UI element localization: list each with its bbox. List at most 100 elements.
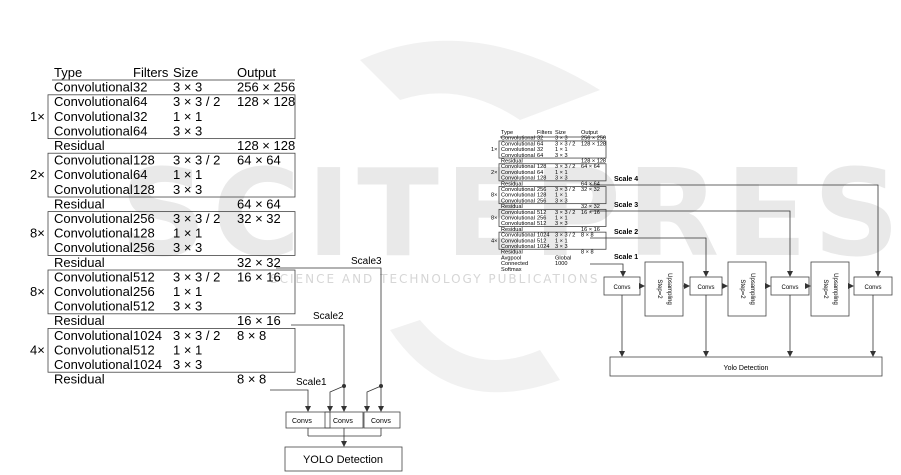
left-residual-block-3 bbox=[47, 269, 296, 315]
left-row-8-output: 64 × 64 bbox=[237, 196, 281, 211]
right-convs-label-4: Convs bbox=[864, 285, 881, 291]
left-header-type: Type bbox=[54, 65, 82, 80]
right-row-21-size: Global bbox=[555, 255, 571, 261]
right-row-20-type: Residual bbox=[501, 250, 523, 256]
left-row-17-size: 3 × 3 / 2 bbox=[173, 328, 220, 343]
right-row-17-filters: 1024 bbox=[537, 233, 549, 239]
right-row-5-filters: 128 bbox=[537, 164, 546, 170]
left-row-2-filters: 32 bbox=[133, 109, 147, 124]
left-row-19-filters: 1024 bbox=[133, 357, 162, 372]
right-row-2-filters: 32 bbox=[537, 147, 543, 153]
left-yolo-detection-label: YOLO Detection bbox=[303, 454, 383, 466]
right-row-6-type: Convolutional bbox=[501, 170, 535, 176]
right-scale4-line bbox=[590, 184, 881, 277]
left-repeat-label-3: 8× bbox=[30, 284, 45, 299]
left-repeat-label-0: 1× bbox=[30, 109, 45, 124]
left-row-9-type: Convolutional bbox=[54, 211, 133, 226]
right-residual-block-4 bbox=[498, 231, 607, 250]
right-header-filters: Filters bbox=[537, 130, 552, 136]
right-yolo-detection-box bbox=[609, 356, 883, 377]
right-row-15-size: 3 × 3 bbox=[555, 221, 568, 227]
left-scale3-label: Scale3 bbox=[351, 256, 382, 267]
right-yolo-detection-label: Yolo Detection bbox=[724, 365, 769, 372]
right-repeat-label-4: 4× bbox=[491, 238, 497, 244]
left-row-18-filters: 512 bbox=[133, 342, 155, 357]
left-repeat-label-1: 2× bbox=[30, 167, 45, 182]
left-upsample-line-1 bbox=[327, 385, 345, 412]
right-row-4-type: Residual bbox=[501, 159, 523, 165]
right-row-17-output: 8 × 8 bbox=[581, 233, 594, 239]
left-row-9-size: 3 × 3 / 2 bbox=[173, 211, 220, 226]
left-detection-flow: Scale3 Scale2 Scale1 Convs Convs Convs Y… bbox=[270, 256, 403, 472]
right-row-16-type: Residual bbox=[501, 227, 523, 233]
left-row-10-size: 1 × 1 bbox=[173, 226, 202, 241]
right-convs-label-1: Convs bbox=[613, 285, 630, 291]
right-row-21-type: Avgpool bbox=[501, 255, 521, 261]
right-row-6-size: 1 × 1 bbox=[555, 170, 568, 176]
right-scale3-line bbox=[590, 210, 793, 277]
left-yolo-detection-box bbox=[284, 446, 403, 472]
left-row-5-output: 64 × 64 bbox=[237, 153, 281, 168]
left-header-size: Size bbox=[173, 65, 198, 80]
left-row-17-output: 8 × 8 bbox=[237, 328, 266, 343]
right-convs-label-2: Convs bbox=[697, 285, 714, 291]
left-header-filters: Filters bbox=[133, 65, 169, 80]
left-row-5-filters: 128 bbox=[133, 153, 155, 168]
right-row-16-output: 16 × 16 bbox=[581, 227, 600, 233]
watermark-subtext: SCIENCE AND TECHNOLOGY PUBLICATIONS bbox=[270, 272, 599, 286]
watermark-swoosh bbox=[360, 40, 600, 121]
right-residual-block-3 bbox=[498, 208, 607, 227]
left-row-15-size: 3 × 3 bbox=[173, 299, 202, 314]
right-row-9-output: 32 × 32 bbox=[581, 187, 600, 193]
right-row-0-filters: 32 bbox=[537, 136, 543, 142]
right-scale2-line bbox=[590, 237, 709, 277]
right-scale2-label: Scale 2 bbox=[614, 229, 638, 236]
right-row-0-size: 3 × 3 bbox=[555, 136, 568, 142]
left-row-20-type: Residual bbox=[54, 372, 105, 387]
left-scale1-label: Scale1 bbox=[296, 377, 327, 388]
left-row-15-type: Convolutional bbox=[54, 299, 133, 314]
right-row-9-filters: 256 bbox=[537, 187, 546, 193]
left-row-20-output: 8 × 8 bbox=[237, 372, 266, 387]
right-row-9-size: 3 × 3 / 2 bbox=[555, 187, 575, 193]
right-row-1-output: 128 × 128 bbox=[581, 141, 606, 147]
left-row-3-type: Convolutional bbox=[54, 123, 133, 138]
right-upsampling-label-2: Upsampling bbox=[749, 273, 755, 305]
left-row-18-size: 1 × 1 bbox=[173, 342, 202, 357]
right-row-13-output: 16 × 16 bbox=[581, 210, 600, 216]
left-row-5-type: Convolutional bbox=[54, 153, 133, 168]
right-row-7-size: 3 × 3 bbox=[555, 176, 568, 182]
right-row-2-type: Convolutional bbox=[501, 147, 535, 153]
right-scale1-line bbox=[590, 263, 626, 277]
right-row-2-size: 1 × 1 bbox=[555, 147, 568, 153]
left-row-9-output: 32 × 32 bbox=[237, 211, 281, 226]
left-scale2-line bbox=[291, 324, 347, 412]
right-row-11-filters: 256 bbox=[537, 198, 546, 204]
right-step-label-1: Step=2 bbox=[656, 279, 662, 299]
right-row-18-type: Convolutional bbox=[501, 238, 535, 244]
left-row-19-type: Convolutional bbox=[54, 357, 133, 372]
left-row-0-type: Convolutional bbox=[54, 80, 133, 95]
right-row-15-filters: 512 bbox=[537, 221, 546, 227]
right-row-19-filters: 1024 bbox=[537, 244, 549, 250]
right-row-3-filters: 64 bbox=[537, 153, 543, 159]
right-row-5-output: 64 × 64 bbox=[581, 164, 600, 170]
left-convs-label-2: Convs bbox=[333, 418, 353, 425]
left-row-18-type: Convolutional bbox=[54, 342, 133, 357]
right-detection-flow: Scale 4 Scale 3 Scale 2 Scale 1 Convs Co… bbox=[590, 176, 893, 377]
right-row-3-type: Convolutional bbox=[501, 153, 535, 159]
left-upsample-line-2 bbox=[364, 385, 382, 412]
left-row-5-size: 3 × 3 / 2 bbox=[173, 153, 220, 168]
left-row-7-type: Convolutional bbox=[54, 182, 133, 197]
left-row-13-filters: 512 bbox=[133, 269, 155, 284]
left-row-13-type: Convolutional bbox=[54, 269, 133, 284]
right-scale1-label: Scale 1 bbox=[614, 254, 638, 261]
left-repeat-label-4: 4× bbox=[30, 342, 45, 357]
left-row-15-filters: 512 bbox=[133, 299, 155, 314]
left-row-11-filters: 256 bbox=[133, 240, 155, 255]
left-row-0-output: 256 × 256 bbox=[237, 80, 295, 95]
left-convs-label-3: Convs bbox=[371, 418, 391, 425]
